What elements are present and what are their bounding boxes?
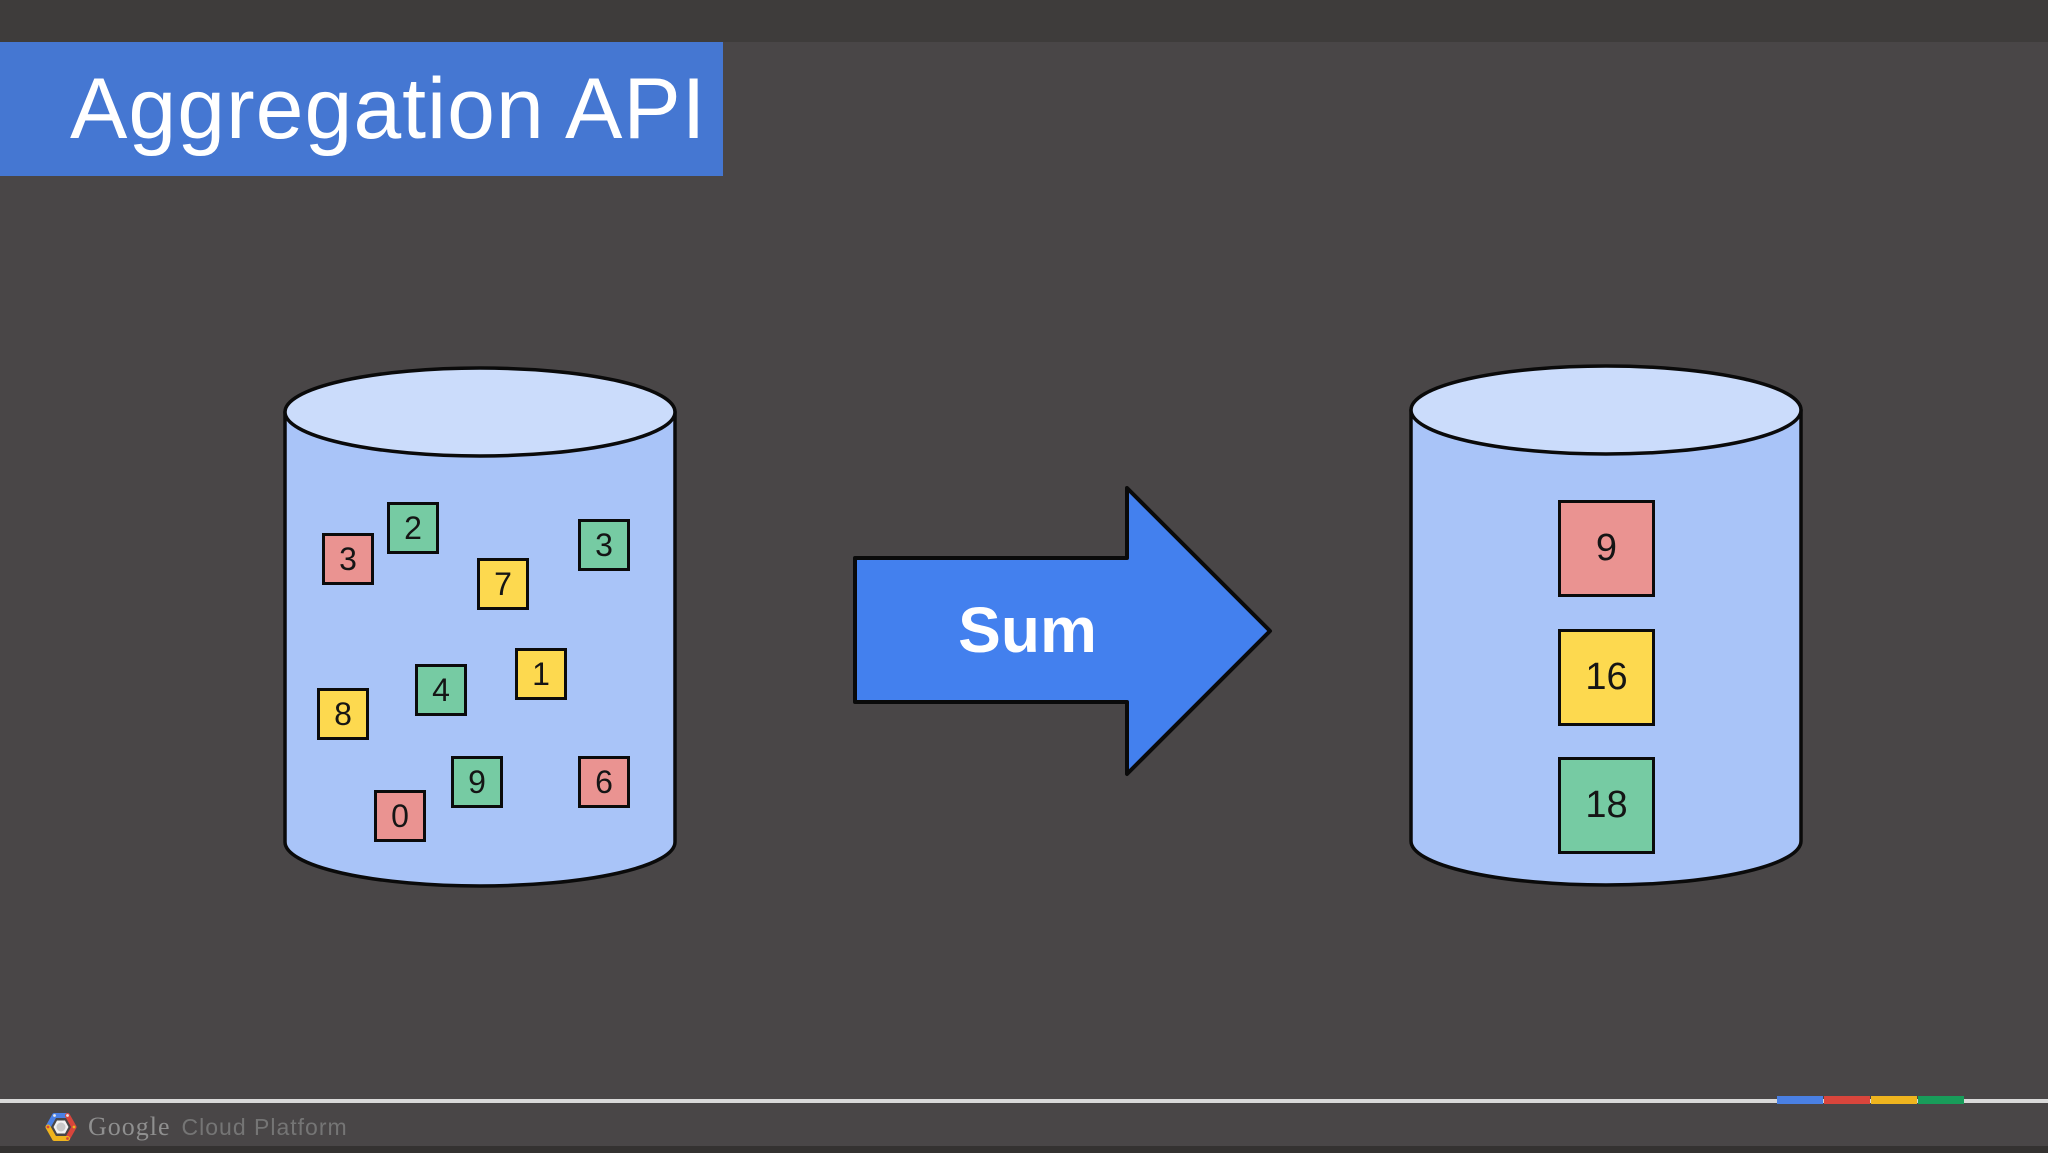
sum-arrow (852, 485, 1277, 777)
google-colors-bar (1777, 1096, 1965, 1104)
google-red-segment (1824, 1096, 1870, 1104)
value-box-green: 4 (415, 664, 467, 716)
value-box-red: 3 (322, 533, 374, 585)
value-box-green: 2 (387, 502, 439, 554)
value-box-yellow: 1 (515, 648, 567, 700)
sum-label-text: Sum (958, 594, 1097, 666)
value-box-red: 6 (578, 756, 630, 808)
page-title: Aggregation API (70, 60, 707, 157)
value-box-red: 9 (1558, 500, 1655, 597)
value-box-green: 9 (451, 756, 503, 808)
google-blue-segment (1777, 1096, 1823, 1104)
footer-divider-line (0, 1099, 2048, 1103)
cylinder-shape-icon (283, 366, 677, 888)
google-green-segment (1918, 1096, 1964, 1104)
cloud-platform-wordmark: Cloud Platform (181, 1113, 348, 1140)
result-database-cylinder: 9 16 18 (1408, 363, 1804, 888)
sum-arrow-label: Sum (880, 558, 1175, 702)
value-box-red: 0 (374, 790, 426, 842)
value-box-yellow: 7 (477, 558, 529, 610)
value-box-yellow: 8 (317, 688, 369, 740)
title-banner: Aggregation API (0, 42, 723, 176)
slide-bottom-margin (0, 1146, 2048, 1153)
value-box-yellow: 16 (1558, 629, 1655, 726)
slide-top-margin (0, 0, 2048, 42)
value-box-green: 18 (1558, 757, 1655, 854)
right-arrow-icon (853, 486, 1272, 776)
google-wordmark: Google (88, 1112, 171, 1141)
google-yellow-segment (1871, 1096, 1917, 1104)
value-box-green: 3 (578, 519, 630, 571)
gcp-hexagon-icon (45, 1113, 77, 1141)
google-cloud-platform-logo: Google Cloud Platform (45, 1108, 348, 1146)
